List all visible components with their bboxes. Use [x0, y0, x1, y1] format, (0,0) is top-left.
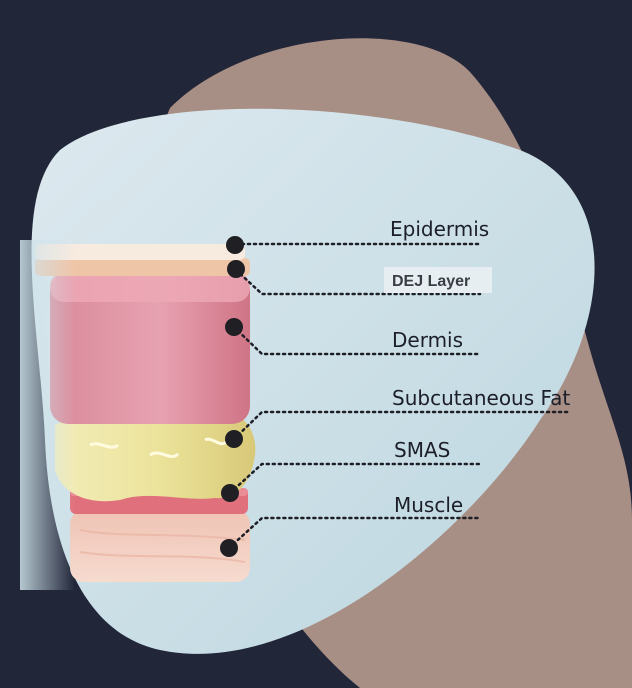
muscle-label: Muscle [394, 493, 463, 517]
dej-dot [227, 260, 245, 278]
epidermis-dot [226, 236, 244, 254]
skin-cross-section [20, 240, 255, 590]
smas-dot [221, 484, 239, 502]
fat-label: Subcutaneous Fat [392, 386, 570, 410]
dej-label: DEJ Layer [392, 273, 470, 290]
muscle-dot [220, 539, 238, 557]
smas-label: SMAS [394, 438, 450, 462]
fat-dot [225, 430, 243, 448]
dermis-label: Dermis [392, 328, 463, 352]
epidermis-label: Epidermis [390, 217, 489, 241]
dermis-dot [225, 318, 243, 336]
